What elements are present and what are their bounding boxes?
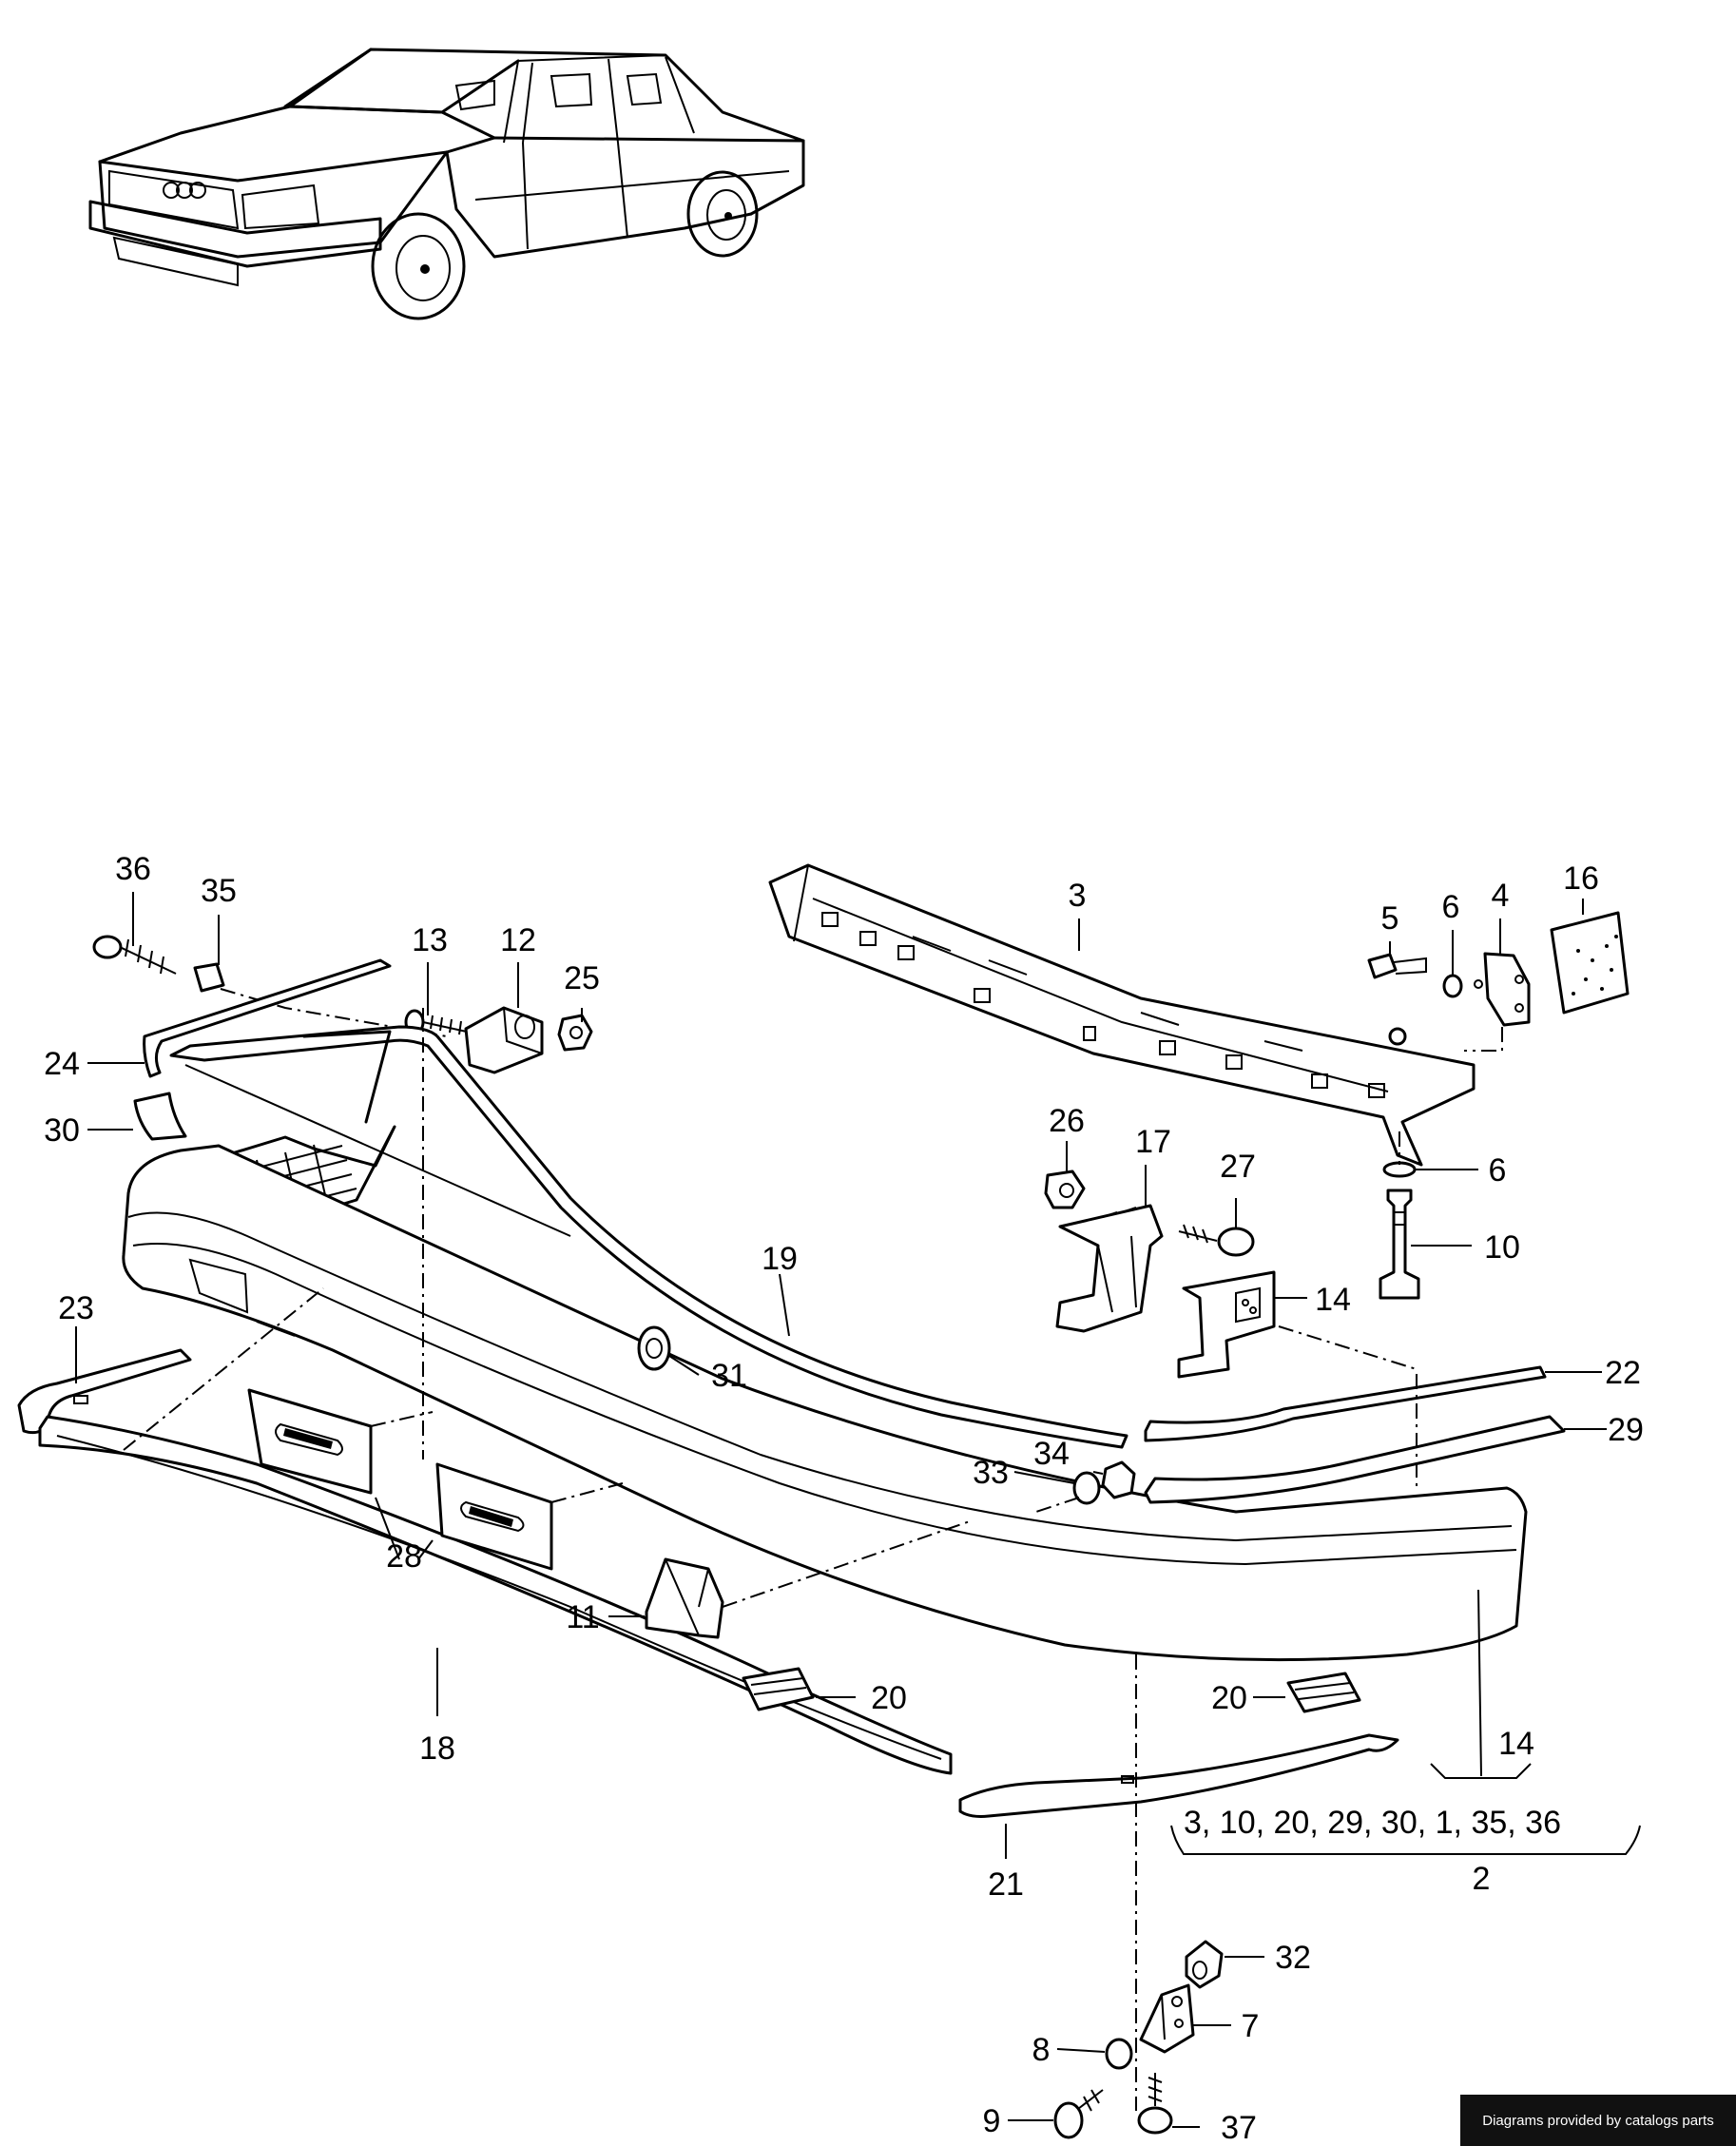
- callout-11: 11: [566, 1599, 599, 1635]
- part-6-washer-upper: [1442, 974, 1463, 998]
- callout-28: 28: [386, 1538, 422, 1575]
- callout-31: 31: [711, 1358, 747, 1394]
- part-20-clip-right: [1286, 1672, 1361, 1713]
- callout-14-lower: 14: [1498, 1726, 1534, 1762]
- callout-35: 35: [201, 873, 237, 909]
- part-12-bracket: [464, 1006, 544, 1074]
- part-23-lower-trim-end: [17, 1348, 192, 1435]
- callout-13: 13: [412, 922, 448, 958]
- callout-32: 32: [1275, 1940, 1311, 1976]
- callout-24: 24: [44, 1046, 80, 1082]
- callout-22: 22: [1605, 1355, 1641, 1391]
- part-29-trim-strip: [1144, 1415, 1566, 1504]
- part-28-plate-right: [435, 1462, 553, 1571]
- callout-9: 9: [983, 2103, 1001, 2139]
- callout-26: 26: [1049, 1103, 1085, 1139]
- callout-30: 30: [44, 1112, 80, 1149]
- watermark-badge: Diagrams provided by catalogs parts: [1460, 2095, 1736, 2146]
- callout-25: 25: [564, 960, 600, 996]
- callout-6-lower: 6: [1489, 1152, 1507, 1189]
- part-11-spacer-block: [645, 1557, 724, 1639]
- callout-21: 21: [988, 1866, 1024, 1903]
- callout-20-right: 20: [1211, 1680, 1247, 1716]
- bumper-cover-main: [122, 1144, 1528, 1662]
- callout-20-left: 20: [871, 1680, 907, 1716]
- callout-3: 3: [1069, 878, 1087, 914]
- callout-8: 8: [1032, 2032, 1051, 2068]
- part-19-upper-bumper-strip: [169, 1025, 1128, 1449]
- part-10-pin: [1379, 1189, 1420, 1300]
- part-22-trim-strip: [1144, 1365, 1547, 1442]
- callout-14-upper: 14: [1315, 1282, 1351, 1318]
- part-34-nut: [1101, 1460, 1136, 1499]
- axis-line-plate-a: [370, 1411, 434, 1427]
- part-25-clip: [557, 1014, 593, 1052]
- part-17-bracket: [1055, 1204, 1164, 1333]
- callout-34: 34: [1033, 1436, 1070, 1472]
- callout-36: 36: [115, 851, 151, 887]
- part-35-clip-nut: [193, 962, 225, 993]
- part-5-hex-bolt: [1367, 953, 1427, 979]
- part-26-clip-nut: [1044, 1170, 1086, 1209]
- axis-line-mount: [1278, 1325, 1418, 1370]
- callout-4: 4: [1492, 878, 1510, 914]
- callout-18: 18: [419, 1730, 455, 1767]
- part-27-screw: [1178, 1224, 1255, 1257]
- callout-labels: 36 35 13 12 25 24 30 3 5 6 4 16 6 26 17 …: [44, 851, 1644, 2146]
- callout-5: 5: [1381, 900, 1399, 937]
- callout-6-upper: 6: [1442, 889, 1460, 925]
- callout-12: 12: [500, 922, 536, 958]
- callout-29: 29: [1608, 1412, 1644, 1448]
- part-8-washer: [1105, 2038, 1133, 2070]
- callout-33: 33: [973, 1455, 1009, 1491]
- axis-line-nut: [1035, 1497, 1080, 1513]
- callout-19: 19: [762, 1241, 798, 1277]
- callout-17: 17: [1135, 1124, 1171, 1160]
- callout-27: 27: [1220, 1149, 1256, 1185]
- part-4-mounting-bracket: [1474, 952, 1531, 1027]
- part-18-lower-trim: [38, 1415, 953, 1775]
- part-37-screw: [1137, 2073, 1173, 2135]
- part-32-bushing: [1185, 1940, 1224, 1989]
- part-33-washer: [1072, 1471, 1101, 1505]
- axis-line-spacer: [722, 1520, 971, 1608]
- part-30-end-cap: [133, 1092, 187, 1141]
- callout-37: 37: [1221, 2110, 1257, 2146]
- kit-contents-list: 3, 10, 20, 29, 30, 1, 35, 36: [1184, 1805, 1561, 1841]
- part-36-screw: [92, 935, 177, 975]
- part-14-mount-plate: [1177, 1270, 1276, 1379]
- part-28-plate-left: [247, 1388, 373, 1495]
- part-3-impact-beam: [768, 863, 1476, 1167]
- part-9-screw: [1053, 2089, 1104, 2139]
- part-21-lower-trim-end: [958, 1733, 1399, 1818]
- callout-16: 16: [1563, 860, 1599, 897]
- leader-lines: [75, 892, 1641, 2128]
- part-31-grommet: [637, 1325, 671, 1371]
- part-24-trim-strip: [143, 958, 392, 1078]
- callout-7: 7: [1242, 2008, 1260, 2044]
- callout-10: 10: [1484, 1229, 1520, 1266]
- part-16-pad-plate: [1550, 911, 1630, 1015]
- callout-2: 2: [1473, 1861, 1491, 1897]
- part-7-bracket: [1139, 1983, 1195, 2054]
- axis-line-fastener-top: [220, 988, 448, 1037]
- leader-4: [1464, 1027, 1503, 1052]
- axis-line-trim-a: [123, 1287, 324, 1451]
- vehicle-thumbnail-illustration: [88, 48, 805, 320]
- axis-line-plate-b: [550, 1482, 624, 1503]
- part-6-washer-lower: [1382, 1161, 1417, 1178]
- callout-23: 23: [58, 1290, 94, 1326]
- part-20-clip-left: [742, 1667, 815, 1711]
